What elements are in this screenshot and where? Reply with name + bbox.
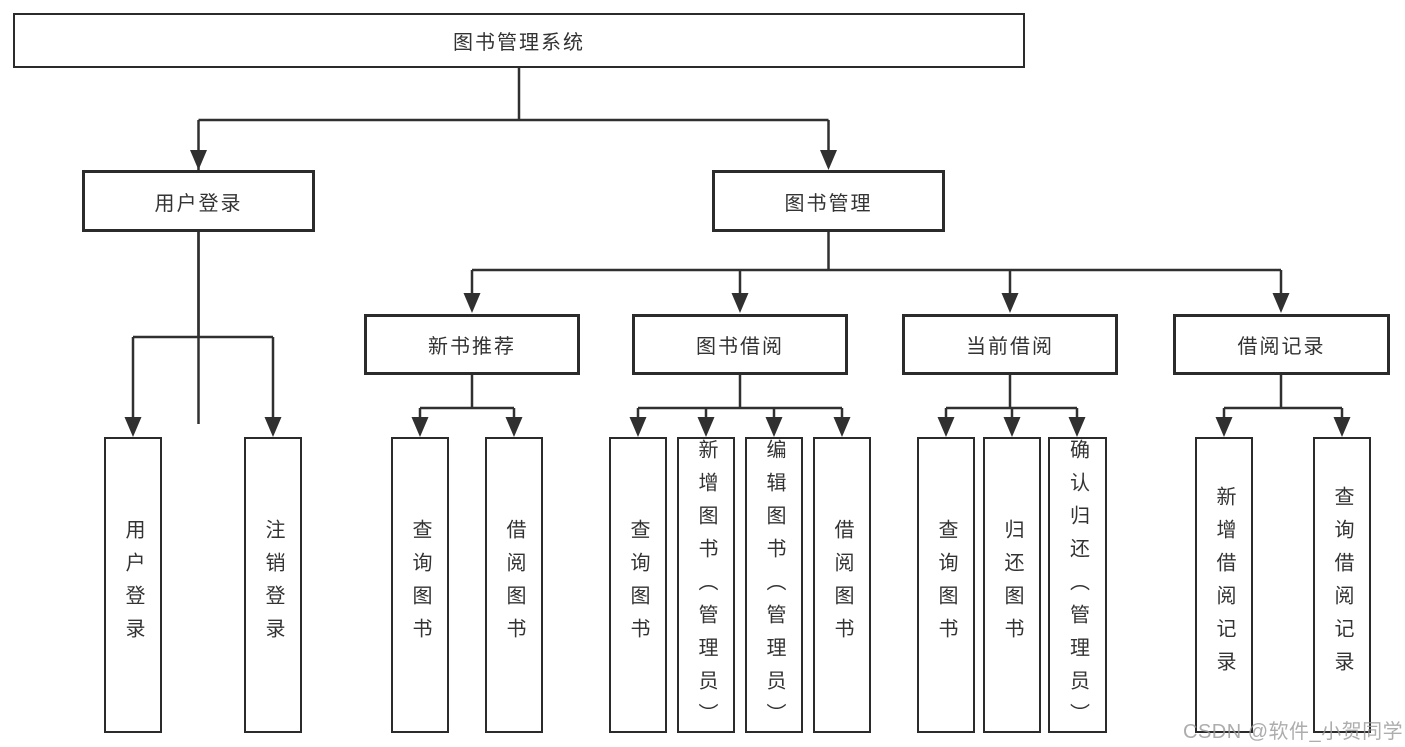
node-borrow-records: 借阅记录 xyxy=(1173,314,1390,375)
connector-borrow-branch xyxy=(636,375,844,424)
leaf-edit-book-admin: 编辑图书（管理员） xyxy=(745,437,803,736)
leaf-user-login: 用户登录 xyxy=(104,437,162,733)
leaf-label: 注销登录 xyxy=(262,519,284,651)
node-new-book-recommend-label: 新书推荐 xyxy=(428,336,516,358)
leaf-borrow-books-1: 借阅图书 xyxy=(485,437,543,733)
leaf-logout: 注销登录 xyxy=(244,437,302,733)
connector-userlogin-branch xyxy=(131,232,275,424)
leaf-label: 借阅图书 xyxy=(831,519,853,651)
leaf-label: 查询图书 xyxy=(935,519,957,651)
leaf-label: 查询借阅记录 xyxy=(1331,486,1353,684)
node-user-login-label: 用户登录 xyxy=(154,192,243,215)
connector-records-branch xyxy=(1222,375,1344,424)
leaf-query-borrow-record: 查询借阅记录 xyxy=(1313,437,1371,733)
leaf-borrow-books-2: 借阅图书 xyxy=(813,437,871,733)
leaf-label: 编辑图书（管理员） xyxy=(763,439,785,736)
leaf-add-book-admin: 新增图书（管理员） xyxy=(677,437,735,736)
leaf-query-books-3: 查询图书 xyxy=(917,437,975,733)
connector-newbook-branch xyxy=(418,375,516,424)
node-current-borrow-label: 当前借阅 xyxy=(966,336,1054,358)
leaf-label: 归还图书 xyxy=(1001,519,1023,651)
csdn-watermark: CSDN @软件_小贺同学 xyxy=(1183,721,1404,743)
node-borrow-records-label: 借阅记录 xyxy=(1237,336,1326,358)
node-current-borrow: 当前借阅 xyxy=(902,314,1118,375)
leaf-label: 用户登录 xyxy=(122,519,144,651)
node-book-management-label: 图书管理 xyxy=(784,192,873,215)
node-book-borrow-label: 图书借阅 xyxy=(696,336,784,358)
connector-current-branch xyxy=(944,375,1079,424)
leaf-confirm-return-admin: 确认归还（管理员） xyxy=(1048,437,1107,736)
connector-bookmgmt-branch xyxy=(470,232,1283,301)
leaf-label: 新增图书（管理员） xyxy=(695,439,717,736)
node-root: 图书管理系统 xyxy=(13,13,1025,68)
leaf-query-books-2: 查询图书 xyxy=(609,437,667,733)
leaf-label: 新增借阅记录 xyxy=(1213,486,1235,684)
leaf-add-borrow-record: 新增借阅记录 xyxy=(1195,437,1253,733)
leaf-label: 查询图书 xyxy=(409,519,431,651)
node-root-label: 图书管理系统 xyxy=(453,32,585,54)
node-book-management: 图书管理 xyxy=(712,170,945,232)
leaf-return-book: 归还图书 xyxy=(983,437,1041,733)
leaf-query-books-1: 查询图书 xyxy=(391,437,449,733)
leaf-label: 借阅图书 xyxy=(503,519,525,651)
node-new-book-recommend: 新书推荐 xyxy=(364,314,580,375)
node-book-borrow: 图书借阅 xyxy=(632,314,848,375)
leaf-label: 查询图书 xyxy=(627,519,649,651)
leaf-label: 确认归还（管理员） xyxy=(1066,439,1089,736)
node-user-login: 用户登录 xyxy=(82,170,315,232)
